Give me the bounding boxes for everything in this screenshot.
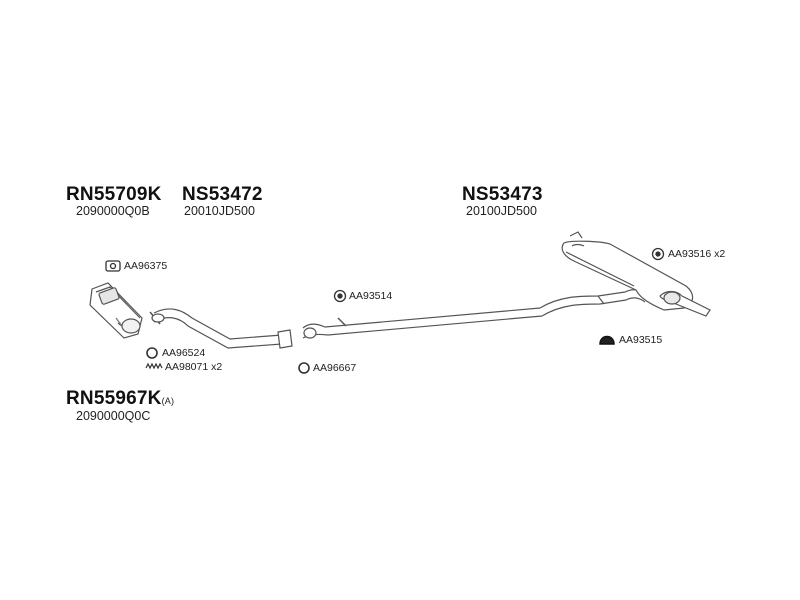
rear-muffler-drawing (561, 231, 711, 317)
part-gasket-cat: AA96375 (124, 260, 168, 272)
front-pipe-drawing (149, 308, 293, 349)
cat1-code: RN55709K (66, 184, 162, 205)
front-pipe-code: NS53472 (182, 184, 263, 205)
rear-ref: 20100JD500 (466, 204, 537, 218)
part-rubber-mount: AA93515 (619, 334, 663, 346)
ring-icon-2 (298, 362, 310, 374)
cat2-code: RN55967K(A) (66, 388, 174, 410)
clamp-icon (333, 289, 347, 303)
part-ring2: AA96667 (313, 362, 357, 374)
part-ring1: AA96524 (162, 347, 206, 359)
part-spring: AA98071 x2 (165, 361, 223, 373)
catalytic-converter-drawing (89, 282, 143, 339)
rear-code: NS53473 (462, 184, 543, 205)
rubber-mount-icon (599, 335, 615, 345)
part-hanger-top: AA93516 x2 (668, 248, 726, 260)
gasket-icon-cat (105, 260, 121, 272)
cat2-code-text: RN55967K (66, 388, 162, 409)
part-clamp: AA93514 (349, 290, 393, 302)
spring-icon (145, 362, 163, 370)
ring-icon-1 (146, 347, 158, 359)
cat2-suffix: (A) (161, 396, 175, 406)
cat1-ref: 2090000Q0B (76, 204, 150, 218)
front-pipe-ref: 20010JD500 (184, 204, 255, 218)
hanger-icon-top (651, 247, 665, 261)
cat2-ref: 2090000Q0C (76, 409, 151, 423)
